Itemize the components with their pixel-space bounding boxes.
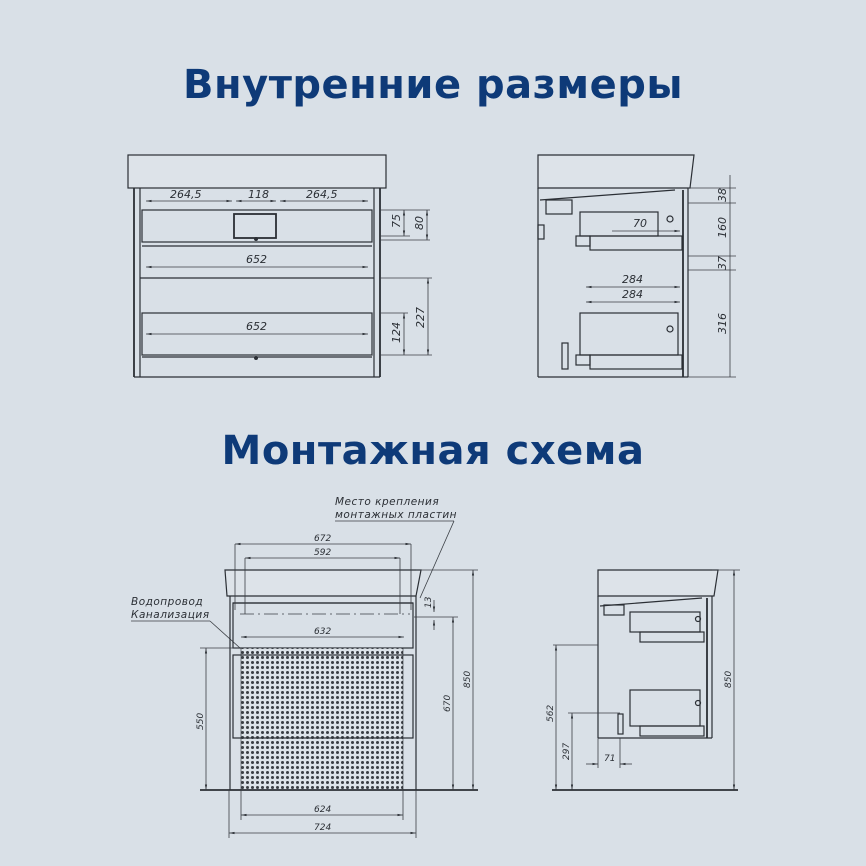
internal-side-view: 70 284 284 38 160 37 316 bbox=[537, 154, 736, 378]
annotation-mount-plates-line2: монтажных пластин bbox=[335, 509, 457, 521]
dim-width-632: 632 bbox=[314, 627, 331, 637]
dim-upper-depth-70: 70 bbox=[633, 217, 647, 230]
dim-left-width: 264,5 bbox=[170, 188, 202, 201]
dim-right-width: 264,5 bbox=[306, 188, 338, 201]
annotation-mount-plates-line1: Место крепления bbox=[335, 496, 439, 508]
dim-upper-drawer-width: 652 bbox=[246, 253, 267, 266]
dim-depth-284-b: 284 bbox=[622, 288, 643, 301]
annotation-pipes-line2: Канализация bbox=[131, 609, 210, 621]
dim-offset-71: 71 bbox=[604, 754, 615, 764]
mounting-side-view: 562 297 71 850 bbox=[546, 569, 740, 791]
dim-height-124: 124 bbox=[390, 322, 403, 343]
dim-width-724: 724 bbox=[314, 823, 331, 833]
annotation-pipes-line1: Водопровод bbox=[131, 596, 203, 608]
dim-lower-drawer-width: 652 bbox=[246, 320, 267, 333]
dim-height-37: 37 bbox=[716, 256, 729, 270]
dim-height-13: 13 bbox=[424, 596, 434, 608]
title-mounting-scheme: Монтажная схема bbox=[221, 428, 645, 474]
dim-height-297: 297 bbox=[562, 743, 572, 760]
dim-height-38: 38 bbox=[716, 188, 729, 202]
dim-height-550: 550 bbox=[196, 713, 206, 730]
dim-height-160: 160 bbox=[716, 217, 729, 238]
title-internal-dimensions: Внутренние размеры bbox=[183, 62, 683, 108]
dim-height-670: 670 bbox=[443, 695, 453, 712]
dim-height-80: 80 bbox=[413, 216, 426, 230]
dim-depth-284-a: 284 bbox=[622, 273, 643, 286]
dim-height-75: 75 bbox=[390, 214, 403, 228]
dim-height-850-side: 850 bbox=[724, 671, 734, 688]
dim-width-624: 624 bbox=[314, 805, 331, 815]
dim-height-562: 562 bbox=[546, 705, 556, 722]
internal-front-view: 264,5 118 264,5 652 652 75 80 124 227 bbox=[127, 154, 432, 378]
dim-width-672: 672 bbox=[314, 534, 331, 544]
dim-height-316: 316 bbox=[716, 313, 729, 334]
dim-width-592: 592 bbox=[314, 548, 331, 558]
dim-height-850: 850 bbox=[463, 671, 473, 688]
dim-center-width: 118 bbox=[248, 188, 269, 201]
mounting-front-view: Место крепления монтажных пластин Водопр… bbox=[131, 496, 478, 838]
dim-height-227: 227 bbox=[414, 307, 427, 328]
